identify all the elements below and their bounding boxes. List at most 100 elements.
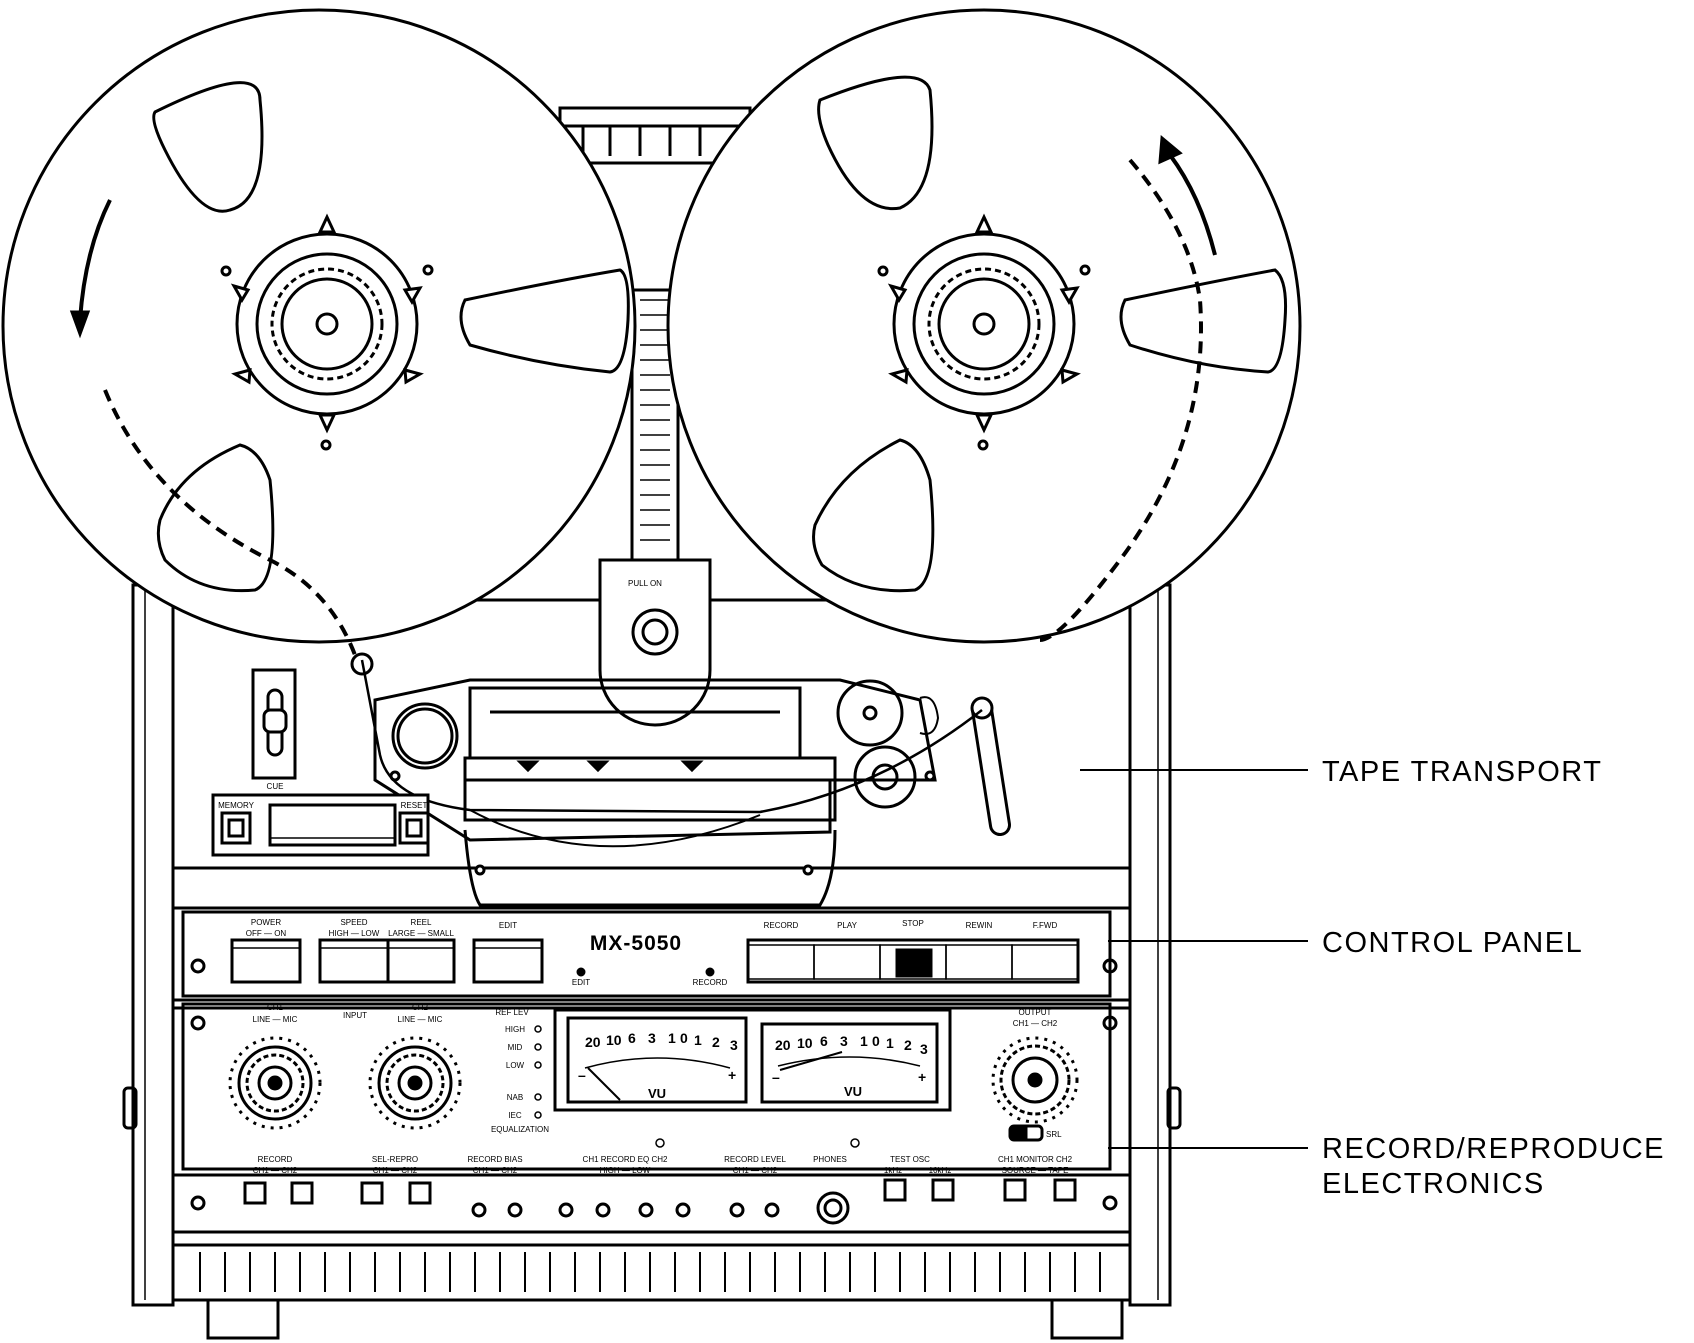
record-eq-sub-label: HIGH — LOW: [600, 1166, 651, 1175]
record-level-ch2-trim[interactable]: [764, 1202, 780, 1218]
memory-button[interactable]: MEMORY: [218, 801, 255, 845]
vu1-1: 1: [668, 1030, 676, 1046]
record-ch1-button[interactable]: [243, 1181, 267, 1205]
ch2-input-label: CH2: [412, 1003, 429, 1012]
edit-button[interactable]: [472, 938, 544, 984]
ch2-input-knob[interactable]: [368, 1036, 462, 1130]
record-button[interactable]: [747, 944, 815, 980]
output-knob[interactable]: [991, 1036, 1079, 1124]
record-bias-ch1-trim[interactable]: [471, 1202, 487, 1218]
ref-low-label: LOW: [506, 1061, 525, 1070]
ch1-input-knob[interactable]: [228, 1036, 322, 1130]
ch1-vu-meter: 20 10 6 3 1 0 1 2 3 VU – +: [566, 1016, 748, 1104]
monitor-ch2-button[interactable]: [1053, 1178, 1077, 1202]
vu2-0: 0: [872, 1033, 880, 1049]
ch2-vu-meter: 20 10 6 3 1 0 1 2 3 VU – +: [760, 1022, 939, 1104]
vu1-3: 3: [648, 1030, 656, 1046]
power-switch[interactable]: [230, 938, 302, 984]
ch2-line-mic-label: LINE — MIC: [398, 1015, 443, 1024]
srl-label: SRL: [1046, 1130, 1062, 1139]
ch1-line-mic-label: LINE — MIC: [253, 1015, 298, 1024]
test-osc-label: TEST OSC: [890, 1155, 930, 1164]
cue-label: CUE: [267, 782, 284, 791]
equalization-label: EQUALIZATION: [491, 1125, 549, 1134]
vu2-10: 10: [797, 1035, 813, 1051]
supply-reel: [1, 8, 637, 656]
sel-repro-ch1-button[interactable]: [360, 1181, 384, 1205]
vu2-p3: 3: [920, 1041, 928, 1057]
vu2-20: 20: [775, 1037, 791, 1053]
model-name: MX-5050: [590, 932, 682, 955]
ref-lev-label: REF LEV: [495, 1008, 529, 1017]
record-reproduce-callout-line2: ELECTRONICS: [1322, 1168, 1545, 1200]
vu1-p3: 3: [730, 1037, 738, 1053]
record-bias-ch2-trim[interactable]: [507, 1202, 523, 1218]
vu1-plus: +: [728, 1067, 736, 1083]
vu1-label: VU: [648, 1086, 666, 1101]
phones-jack[interactable]: [816, 1191, 850, 1225]
vu1-0: 0: [680, 1030, 688, 1046]
record-eq-ch1-low-trim[interactable]: [595, 1202, 611, 1218]
fast-forward-button[interactable]: [1011, 944, 1079, 980]
power-sub-label: OFF — ON: [246, 929, 287, 938]
play-button[interactable]: [813, 944, 881, 980]
output-ch-label: CH1 — CH2: [1013, 1019, 1058, 1028]
stop-button[interactable]: [879, 944, 947, 980]
memory-label: MEMORY: [218, 801, 255, 810]
record-bias-label: RECORD BIAS: [467, 1155, 522, 1164]
sel-repro-ch-label: CH1 — CH2: [373, 1166, 418, 1175]
iec-label: IEC: [508, 1111, 522, 1120]
record-eq-ch2-high-trim[interactable]: [638, 1202, 654, 1218]
control-panel: POWER OFF — ON SPEED HIGH — LOW REEL LAR…: [181, 910, 1118, 998]
test-osc-10k-button[interactable]: [931, 1178, 955, 1202]
record-eq-ch1-high-trim[interactable]: [558, 1202, 574, 1218]
head-block: [350, 652, 1011, 907]
tape-counter: MEMORY RESET: [211, 793, 430, 857]
test-osc-1k-label: 1kHz: [884, 1166, 902, 1175]
sel-repro-ch2-button[interactable]: [408, 1181, 432, 1205]
monitor-ch1-button[interactable]: [1003, 1178, 1027, 1202]
vu2-p1: 1: [886, 1035, 894, 1051]
control-panel-callout: CONTROL PANEL: [1322, 927, 1583, 959]
record-ch2-button[interactable]: [290, 1181, 314, 1205]
record-eq-ch2-low-trim[interactable]: [675, 1202, 691, 1218]
monitor-label: CH1 MONITOR CH2: [998, 1155, 1073, 1164]
srl-switch[interactable]: [1008, 1124, 1044, 1142]
stop-button-label: STOP: [902, 919, 924, 928]
reel-sub-label: LARGE — SMALL: [388, 929, 454, 938]
speed-sub-label: HIGH — LOW: [329, 929, 380, 938]
vu2-p2: 2: [904, 1037, 912, 1053]
power-label: POWER: [251, 918, 281, 927]
reset-label: RESET: [401, 801, 428, 810]
phones-label: PHONES: [813, 1155, 847, 1164]
bottom-control-row: RECORD CH1 — CH2 SEL-REPRO CH1 — CH2 REC…: [243, 1155, 1077, 1225]
monitor-sub-label: SOURCE — TAPE: [1002, 1166, 1069, 1175]
edit-label: EDIT: [499, 921, 517, 930]
record-level-ch1-trim[interactable]: [729, 1202, 745, 1218]
pull-on-label: PULL ON: [628, 579, 662, 588]
record-sel-label: RECORD: [258, 1155, 293, 1164]
record-eq-label: CH1 RECORD EQ CH2: [583, 1155, 668, 1164]
vu1-minus: –: [578, 1067, 586, 1083]
callouts: TAPE TRANSPORT CONTROL PANEL RECORD/REPR…: [1080, 756, 1664, 1200]
test-osc-10k-label: 10kHz: [929, 1166, 952, 1175]
vu1-10: 10: [606, 1032, 622, 1048]
vu1-p1: 1: [694, 1032, 702, 1048]
speed-switch[interactable]: [318, 938, 390, 984]
reset-button[interactable]: RESET: [398, 801, 430, 845]
vent-grille: [199, 1252, 1101, 1292]
cue-lever[interactable]: CUE: [251, 668, 297, 791]
rewind-button[interactable]: [945, 944, 1013, 980]
record-button-label: RECORD: [764, 921, 799, 930]
record-bias-ch-label: CH1 — CH2: [473, 1166, 518, 1175]
vu1-6: 6: [628, 1030, 636, 1046]
record-level-label: RECORD LEVEL: [724, 1155, 786, 1164]
test-osc-1k-button[interactable]: [883, 1178, 907, 1202]
tape-transport-callout: TAPE TRANSPORT: [1322, 756, 1602, 788]
reel-size-switch[interactable]: [386, 938, 456, 984]
nab-label: NAB: [507, 1093, 523, 1102]
play-button-label: PLAY: [837, 921, 858, 930]
fast-forward-button-label: F.FWD: [1033, 921, 1058, 930]
ch1-input-label: CH1: [267, 1003, 284, 1012]
sel-repro-label: SEL-REPRO: [372, 1155, 418, 1164]
